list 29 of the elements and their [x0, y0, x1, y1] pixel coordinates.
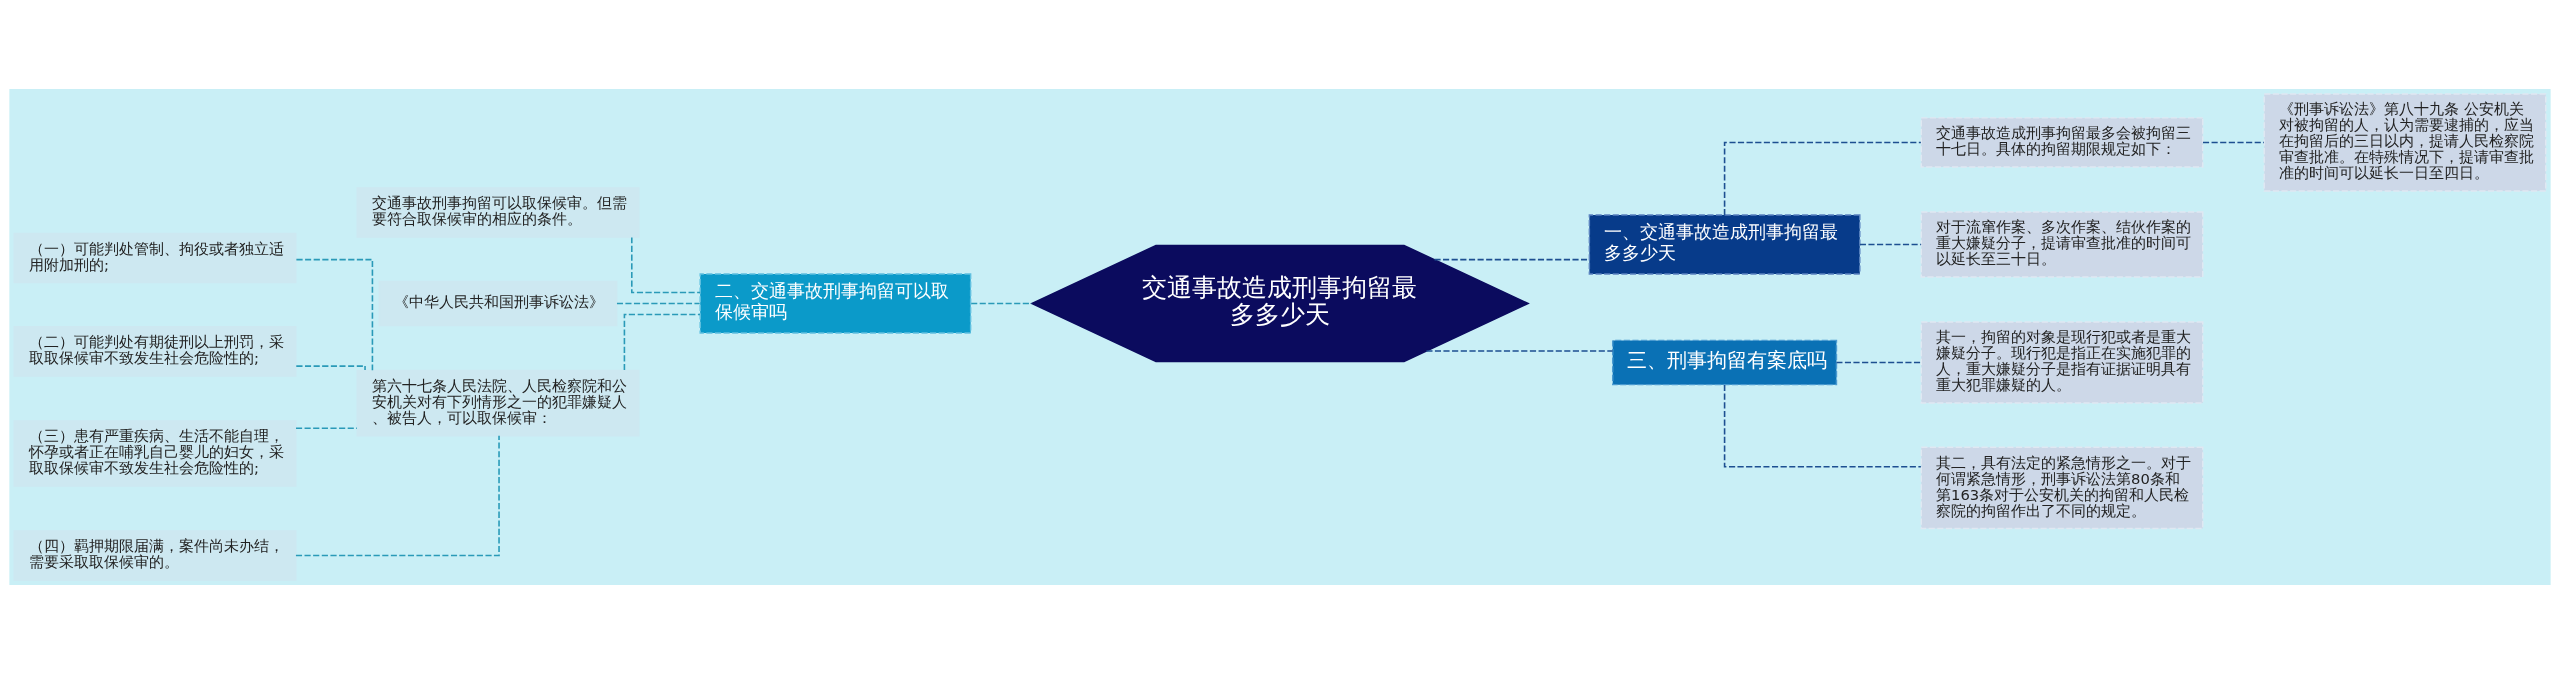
node-box: 交通事故造成刑事拘留最多会被拘留三十七日。具体的拘留期限规定如下：	[1920, 116, 2204, 168]
connector	[295, 364, 366, 371]
node-box: 第六十七条人民法院、人民检察院和公安机关对有下列情形之一的犯罪嫌疑人、被告人，可以取保候审：	[356, 369, 640, 436]
node-box: 其一，拘留的对象是现行犯或者是重大嫌疑分子。现行犯是指正在实施犯罪的人，重大嫌疑分子是指有证据证明具有重大犯罪嫌疑的人。	[1920, 320, 2204, 404]
node-box: （四）羁押期限届满，案件尚未办结，需要采取取保候审的。	[13, 529, 297, 581]
node-box: （三）患有严重疾病、生活不能自理，怀孕或者正在哺乳自己婴儿的妇女，采取取保候审不致发生社会危险性的;	[13, 419, 297, 487]
node-box: 二、交通事故刑事拘留可以取保候审吗	[699, 272, 972, 334]
connector	[295, 434, 500, 556]
node-box: 三、刑事拘留有案底吗	[1612, 339, 1838, 385]
connector	[2202, 141, 2265, 143]
connector	[295, 258, 374, 371]
node-box: 交通事故刑事拘留可以取保候审。但需要符合取保候审的相应的条件。	[356, 186, 640, 238]
node-box: 对于流窜作案、多次作案、结伙作案的重大嫌疑分子，提请审查批准的时间可以延长至三十日。	[1920, 210, 2204, 278]
connector	[1723, 141, 1922, 216]
connector	[623, 313, 701, 371]
node-box: 《刑事诉讼法》第八十九条 公安机关对被拘留的人，认为需要逮捕的，应当在拘留后的三日以内，提请人民检察院审查批准。在特殊情况下，提请审查批准的时间可以延长一日至四日。	[2263, 92, 2547, 192]
connector	[1723, 383, 1922, 467]
node-box: （二）可能判处有期徒刑以上刑罚，采取取保候审不致发生社会危险性的;	[13, 325, 297, 377]
connector	[1835, 361, 1922, 363]
connector	[1859, 243, 1922, 245]
connector	[970, 302, 1033, 304]
connector	[631, 236, 701, 293]
node-box: 其二，具有法定的紧急情形之一。对于何谓紧急情形，刑事诉讼法第80条和第163条对于公安机关的拘留和人民检察院的拘留作出了不同的规定。	[1920, 446, 2204, 529]
node-box: （一）可能判处管制、拘役或者独立适用附加刑的;	[13, 232, 297, 283]
node-box: 一、交通事故造成刑事拘留最多多少天	[1588, 213, 1861, 275]
connector	[1425, 349, 1614, 352]
connector	[295, 426, 358, 429]
node-box: 《中华人民共和国刑事诉讼法》	[378, 280, 618, 326]
connector	[616, 302, 701, 304]
